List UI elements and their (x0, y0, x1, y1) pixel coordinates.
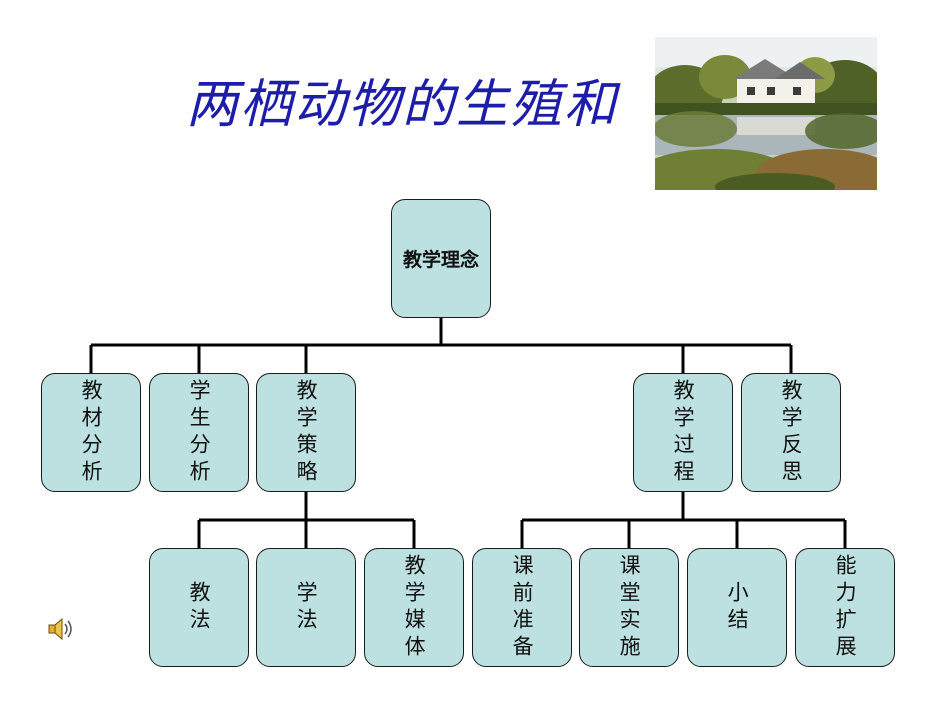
node-class-implementation: 课堂实施 (579, 548, 679, 667)
node-label: 课堂实施 (616, 554, 642, 662)
node-root-label: 教学理念 (403, 245, 479, 272)
node-label: 教材分析 (78, 379, 104, 487)
node-teaching-strategy: 教学策略 (256, 373, 356, 492)
node-label: 教学策略 (293, 379, 319, 487)
node-teaching-method: 教法 (149, 548, 249, 667)
node-learning-method: 学法 (256, 548, 356, 667)
node-ability-extension: 能力扩展 (795, 548, 895, 667)
node-summary: 小结 (687, 548, 787, 667)
node-root: 教学理念 (391, 199, 491, 318)
node-label: 课前准备 (509, 554, 535, 662)
node-teaching-reflection: 教学反思 (741, 373, 841, 492)
node-teaching-media: 教学媒体 (364, 548, 464, 667)
node-label: 教学媒体 (401, 554, 427, 662)
node-teaching-process: 教学过程 (633, 373, 733, 492)
node-student-analysis: 学生分析 (149, 373, 249, 492)
node-label: 教法 (186, 581, 212, 635)
node-material-analysis: 教材分析 (41, 373, 141, 492)
node-label: 学法 (293, 581, 319, 635)
node-label: 教学过程 (670, 379, 696, 487)
node-label: 能力扩展 (832, 554, 858, 662)
node-label: 学生分析 (186, 379, 212, 487)
node-label: 教学反思 (778, 379, 804, 487)
node-label: 小结 (724, 581, 750, 635)
node-pre-class-prep: 课前准备 (472, 548, 572, 667)
speaker-icon[interactable] (47, 616, 77, 642)
